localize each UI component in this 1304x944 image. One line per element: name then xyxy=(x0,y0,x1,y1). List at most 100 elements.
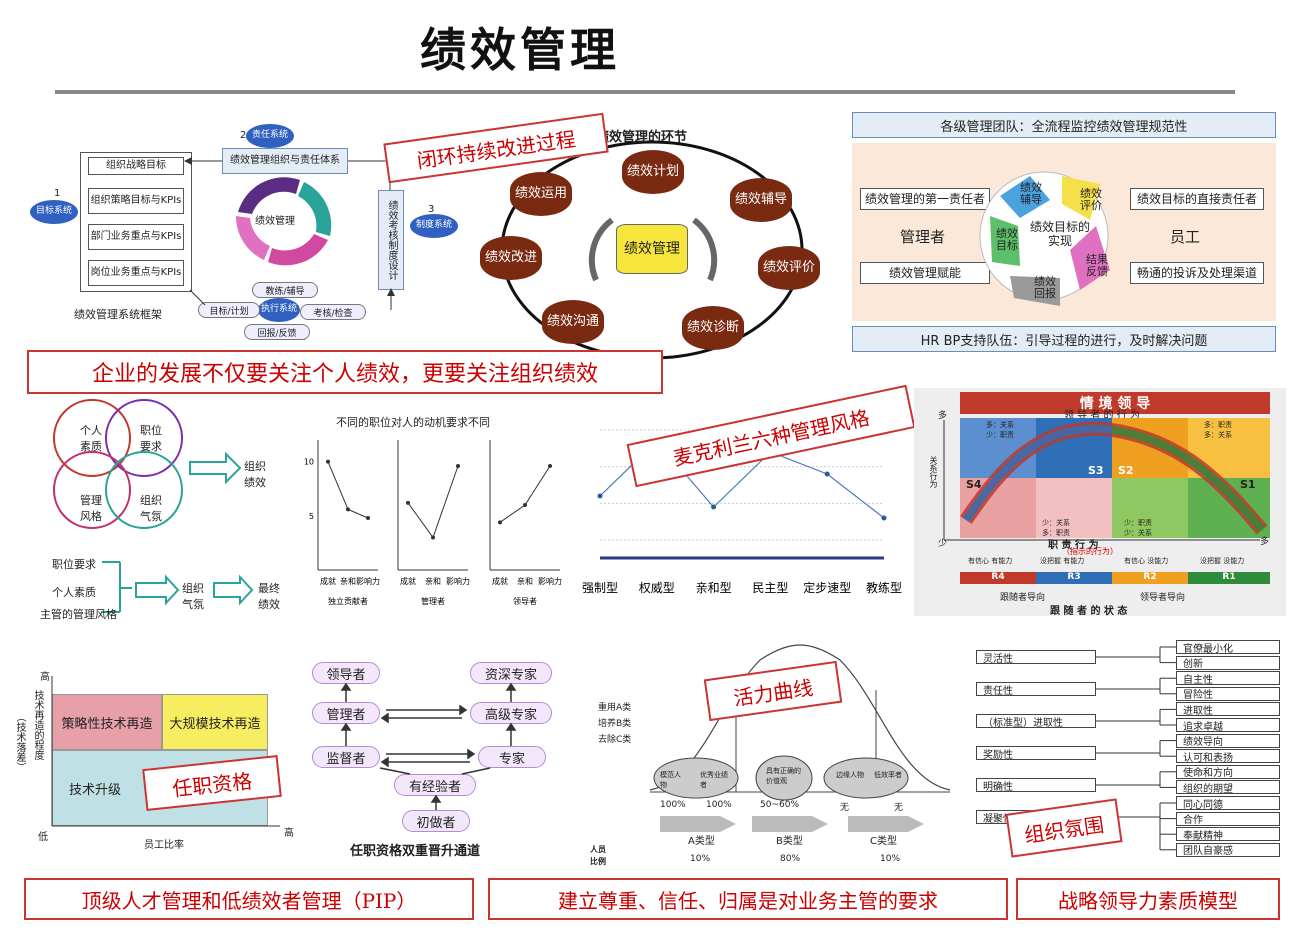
flow-input-position: 职位要求 xyxy=(52,558,96,571)
motives-title: 不同的职位对人的动机要求不同 xyxy=(336,416,490,429)
sit-note-0: 多：关系 少：职责 xyxy=(986,421,1014,439)
sit-note-2: 少：关系 多：职责 xyxy=(1042,519,1070,537)
sit-x-high: 多 xyxy=(1260,537,1270,547)
sit-quad-s1b xyxy=(1112,478,1188,538)
career-experienced: 有经验者 xyxy=(394,774,476,796)
vitality-type-a: A类型 xyxy=(688,836,715,847)
tech-x-label: 员工比率 xyxy=(144,840,184,851)
flow-input-personal: 个人素质 xyxy=(52,586,96,599)
vitality-type-b: B类型 xyxy=(776,836,803,847)
vitality-pct-0: 100% xyxy=(660,800,686,810)
vitality-ratio-c: 10% xyxy=(880,854,901,864)
hrbp-right-mid: 员工 xyxy=(1170,228,1201,246)
cycle-node-apply: 绩效运用 xyxy=(510,172,572,216)
tech-cell-strategic: 策略性技术再造 xyxy=(52,694,162,750)
banner-model: 战略领导力素质模型 xyxy=(1016,878,1280,920)
framework-ellipse-responsibility: 责任系统 xyxy=(246,124,294,148)
motives-x-tick: 影响力 xyxy=(356,576,380,586)
flow-input-style: 主管的管理风格 xyxy=(40,608,117,621)
framework-ellipse-goal: 目标系统 xyxy=(30,200,78,224)
motives-x-tick: 成就 xyxy=(492,576,508,586)
vitality-row2: 比例 xyxy=(590,857,606,866)
cycle-node-improve: 绩效改进 xyxy=(480,236,542,280)
climate-dimension: 责任性 xyxy=(976,682,1096,697)
cycle-node-evaluate: 绩效评价 xyxy=(758,246,820,290)
sit-s3: S3 xyxy=(1088,464,1104,477)
hrbp-center: 绩效目标的实现 xyxy=(1030,220,1091,249)
motives-x-tick: 亲和 xyxy=(517,576,533,586)
career-expert: 专家 xyxy=(478,746,546,768)
framework-left-1: 组织策略目标与KPIs xyxy=(88,188,184,214)
sit-s1: S1 xyxy=(1240,478,1256,491)
sit-title: 情 境 领 导 xyxy=(960,392,1270,414)
tech-x-high: 高 xyxy=(284,828,294,839)
climate-subitem: 组织的期望 xyxy=(1176,780,1280,795)
climate-dimension: 奖励性 xyxy=(976,746,1096,761)
hrbp-ring-1: 绩效评价 xyxy=(1080,187,1102,213)
sit-rsub-0: 有信心 有能力 xyxy=(968,557,1013,565)
motives-y-tick: 10 xyxy=(304,458,314,467)
hrbp-right-top: 绩效目标的直接责任者 xyxy=(1130,188,1264,210)
motives-point xyxy=(456,464,460,468)
cycle-center: 绩效管理 xyxy=(616,224,688,274)
sit-quad-s3b xyxy=(1036,478,1112,538)
hrbp-right-bot: 畅通的投诉及处理渠道 xyxy=(1130,262,1264,284)
motives-x-tick: 影响力 xyxy=(538,576,562,586)
vitality-ratio-a: 10% xyxy=(690,854,711,864)
hrbp-left-top: 绩效管理的第一责任者 xyxy=(860,188,990,210)
venn-output: 组织绩效 xyxy=(244,460,266,489)
sit-s2: S2 xyxy=(1118,464,1134,477)
framework-caption: 绩效管理系统框架 xyxy=(74,308,162,321)
climate-dimension: （标准型）进取性 xyxy=(976,714,1096,729)
tech-y-sub: （技术落差） xyxy=(14,712,25,772)
vitality-row1: 人员 xyxy=(590,845,606,854)
styles-point xyxy=(597,493,603,499)
sit-bottom: 跟 随 者 的 状 态 xyxy=(1050,606,1128,617)
vitality-group-0: 模范人物 xyxy=(660,771,681,789)
sit-note-3: 少：职责 少：关系 xyxy=(1124,519,1152,537)
vitality-pct-4: 无 xyxy=(894,803,904,813)
cycle-node-communicate: 绩效沟通 xyxy=(542,300,604,344)
framework-left-2: 部门业务重点与KPIs xyxy=(88,224,184,250)
framework-top-box: 绩效管理组织与责任体系 xyxy=(222,148,348,174)
motives-series-label: 独立贡献者 xyxy=(328,596,368,606)
vitality-pct-3: 无 xyxy=(840,803,850,813)
hrbp-left-bot: 绩效管理赋能 xyxy=(860,262,990,284)
sit-top-label: 领 导 者 的 行 为 xyxy=(1064,410,1140,421)
framework-pill-check: 考核/检查 xyxy=(300,304,366,320)
sit-x-sub: （指示的行为） xyxy=(1062,547,1118,556)
motives-point xyxy=(431,535,435,540)
motives-point xyxy=(326,459,330,464)
framework-left-frame xyxy=(80,152,192,292)
climate-dimension: 灵活性 xyxy=(976,650,1096,665)
motives-point xyxy=(406,500,410,505)
sit-s4: S4 xyxy=(966,478,982,491)
framework-num-2: 2 xyxy=(240,130,247,141)
climate-subitem: 冒险性 xyxy=(1176,686,1280,701)
sit-rsub-2: 有信心 没能力 xyxy=(1124,557,1169,565)
cycle-node-plan: 绩效计划 xyxy=(622,150,684,194)
motives-series-label: 领导者 xyxy=(513,596,537,606)
sit-note-1: 多：职责 多：关系 xyxy=(1204,421,1232,439)
career-beginner: 初做者 xyxy=(402,810,470,832)
career-supervisor: 监督者 xyxy=(312,746,380,768)
climate-subitem: 创新 xyxy=(1176,655,1280,670)
venn-style: 管理风格 xyxy=(80,494,102,523)
banner-trust: 建立尊重、信任、归属是对业务主管的要求 xyxy=(488,878,1008,920)
framework-num-3: 3 xyxy=(428,204,435,215)
motives-x-tick: 成就 xyxy=(400,576,416,586)
framework-center-label: 绩效管理 xyxy=(255,216,295,227)
climate-subitem: 官僚最小化 xyxy=(1176,640,1280,655)
venn-climate: 组织气氛 xyxy=(140,494,162,523)
venn-position: 职位要求 xyxy=(140,424,162,453)
climate-subitem: 团队自豪感 xyxy=(1176,842,1280,857)
hrbp-ring-4: 绩效目标 xyxy=(996,227,1018,253)
sit-r2: R2 xyxy=(1112,572,1188,584)
motives-x-tick: 亲和 xyxy=(425,576,441,586)
framework-pill-plan: 目标/计划 xyxy=(198,302,260,318)
career-advanced-expert: 高级专家 xyxy=(470,702,552,724)
